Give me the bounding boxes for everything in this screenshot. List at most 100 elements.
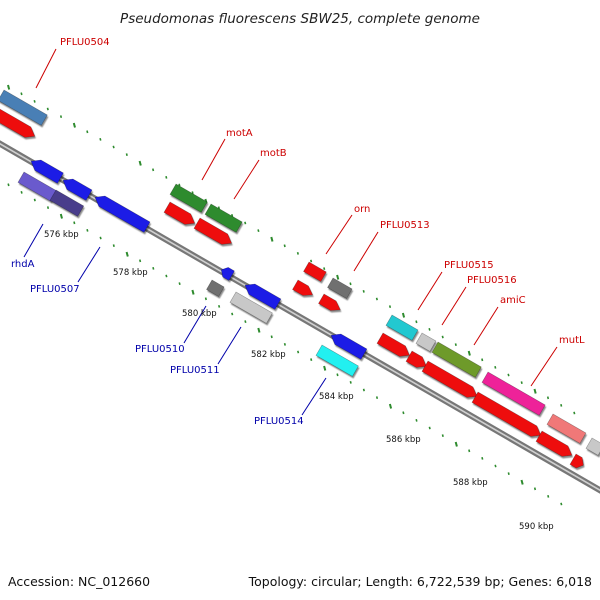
gene-label: mutL <box>559 335 585 346</box>
scale-tick <box>362 290 365 293</box>
kbp-label: 580 kbp <box>182 309 217 319</box>
scale-tick <box>573 411 576 415</box>
scale-tick <box>72 122 76 128</box>
scale-tick <box>244 320 247 323</box>
leader-line <box>473 306 499 346</box>
scale-tick <box>33 198 36 202</box>
gene-label: rhdA <box>11 259 35 270</box>
leader-line <box>353 231 379 272</box>
scale-tick <box>191 289 195 295</box>
scale-tick <box>125 153 128 156</box>
scale-tick <box>152 267 155 270</box>
leader-line <box>23 223 44 258</box>
kbp-label: 582 kbp <box>251 350 286 360</box>
scale-tick <box>533 487 537 491</box>
gene-feature <box>481 371 546 416</box>
leader-line <box>77 246 101 283</box>
gene-label: motA <box>226 128 253 139</box>
scale-tick <box>388 403 393 409</box>
scale-tick <box>323 365 327 371</box>
scale-tick <box>441 434 444 437</box>
scale-tick <box>257 327 261 333</box>
gene-feature <box>220 267 235 281</box>
gene-feature <box>431 341 482 378</box>
scale-tick <box>165 274 168 278</box>
kbp-label: 578 kbp <box>113 268 148 278</box>
gene-feature <box>376 332 410 357</box>
gene-label: PFLU0515 <box>444 260 494 271</box>
kbp-label: 576 kbp <box>44 230 79 240</box>
kbp-label: 590 kbp <box>519 522 554 532</box>
leader-line <box>201 138 226 181</box>
scale-tick <box>494 464 497 468</box>
gene-label: amiC <box>500 295 526 306</box>
scale-tick <box>257 229 260 232</box>
scale-tick <box>401 312 406 318</box>
scale-tick <box>270 335 273 339</box>
scale-tick <box>283 343 286 346</box>
gene-feature <box>163 201 196 225</box>
scale-tick <box>138 160 142 166</box>
gene-feature <box>569 453 584 469</box>
gene-feature <box>206 279 225 297</box>
scale-tick <box>86 229 89 232</box>
scale-tick <box>112 145 115 149</box>
gene-feature <box>315 344 359 377</box>
gene-feature <box>62 178 93 201</box>
scale-tick <box>112 244 115 247</box>
scale-tick <box>204 297 207 301</box>
gene-label: PFLU0504 <box>60 37 110 48</box>
scale-tick <box>99 236 102 240</box>
scale-tick <box>388 305 392 308</box>
gene-feature <box>535 430 573 457</box>
gene-label: PFLU0516 <box>467 275 517 286</box>
scale-tick <box>125 251 129 257</box>
scale-tick <box>494 366 497 369</box>
scale-tick <box>467 350 471 356</box>
topology-summary: Topology: circular; Length: 6,722,539 bp… <box>248 574 592 589</box>
scale-tick <box>546 396 550 400</box>
gene-label: PFLU0510 <box>135 344 185 355</box>
scale-tick <box>86 130 89 134</box>
gene-feature <box>204 203 243 233</box>
scale-tick <box>270 236 274 242</box>
gene-feature <box>49 189 85 217</box>
scale-tick <box>99 138 102 141</box>
scale-tick <box>547 495 550 498</box>
gene-feature <box>471 391 542 437</box>
gene-label: motB <box>260 148 287 159</box>
scale-ticks <box>7 84 576 506</box>
scale-tick <box>520 381 523 384</box>
leader-line <box>183 305 207 344</box>
scale-tick <box>244 221 247 225</box>
scale-tick <box>428 328 431 331</box>
gene-feature <box>405 350 427 368</box>
gene-feature <box>17 171 58 202</box>
scale-tick <box>375 297 378 301</box>
scale-tick <box>402 411 405 415</box>
gene-feature <box>303 261 327 282</box>
kbp-label: 588 kbp <box>453 478 488 488</box>
gene-label: PFLU0507 <box>30 284 80 295</box>
gene-feature <box>0 89 48 126</box>
gene-feature <box>0 108 36 138</box>
scale-tick <box>507 373 510 377</box>
scale-tick <box>297 350 300 354</box>
leader-line <box>217 326 242 365</box>
scale-tick <box>560 404 563 407</box>
gene-label: PFLU0511 <box>170 365 220 376</box>
scale-tick <box>560 502 563 506</box>
scale-tick <box>178 282 181 285</box>
genome-backbone <box>0 140 600 494</box>
scale-tick <box>33 100 36 103</box>
scale-tick <box>481 358 484 362</box>
gene-features <box>0 89 600 469</box>
scale-tick <box>46 107 49 111</box>
scale-tick <box>375 396 379 399</box>
leader-line <box>417 271 443 311</box>
map-title: Pseudomonas fluorescens SBW25, complete … <box>120 11 480 27</box>
scale-tick <box>362 388 365 392</box>
gene-feature <box>385 314 419 341</box>
scale-tick <box>441 335 444 339</box>
